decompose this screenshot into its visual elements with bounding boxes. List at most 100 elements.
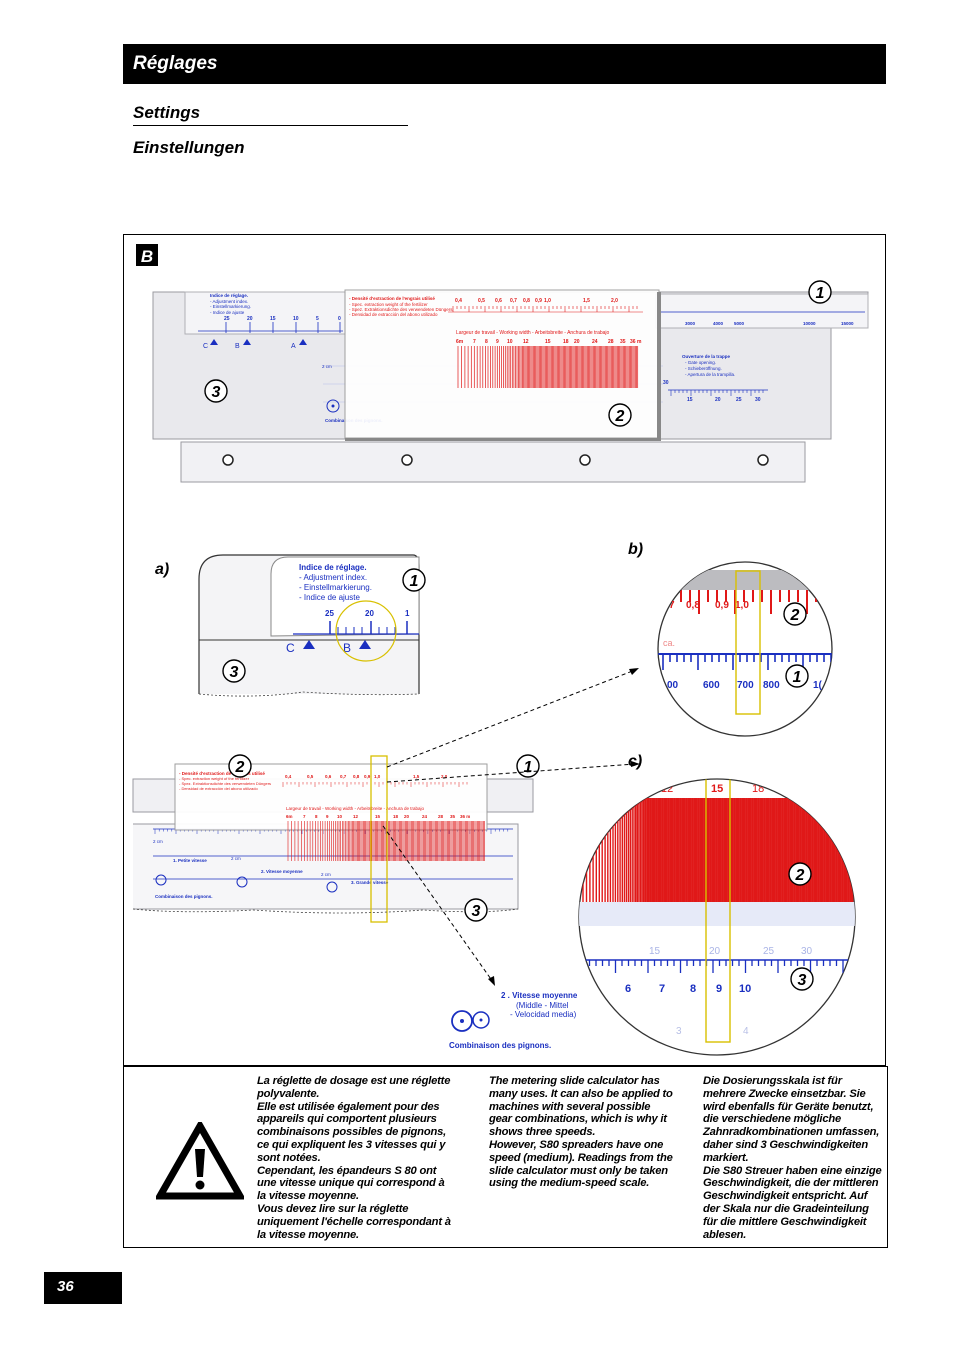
svg-text:25: 25 (224, 316, 230, 322)
svg-text:2 cm: 2 cm (231, 856, 241, 861)
svg-text:2 cm: 2 cm (153, 839, 163, 844)
page-number-box: 36 (44, 1272, 122, 1304)
svg-text:0,7: 0,7 (340, 774, 347, 779)
svg-text:- Densidad de extracción del a: - Densidad de extracción del abono utili… (179, 786, 258, 791)
svg-text:Largeur de travail - Working w: Largeur de travail - Working width - Arb… (286, 806, 424, 811)
callout-1-lower: 1 (516, 754, 540, 778)
subtitle-divider (133, 125, 408, 126)
warning-panel (123, 1066, 888, 1248)
svg-text:1,0: 1,0 (544, 298, 551, 304)
svg-text:1: 1 (410, 573, 419, 590)
svg-text:35: 35 (620, 339, 626, 345)
detail-b-label: b) (628, 541, 643, 558)
svg-text:- Densidad de extracción del a: - Densidad de extracción del abono utili… (349, 312, 438, 317)
svg-text:0,4: 0,4 (455, 298, 462, 304)
svg-text:2: 2 (235, 759, 245, 776)
svg-text:20: 20 (404, 814, 410, 819)
callout-3-main: 3 (204, 379, 228, 403)
svg-text:- Gate opening.: - Gate opening. (685, 360, 716, 365)
working-width-ticks (457, 346, 639, 388)
svg-text:- Spec. extraction weight of t: - Spec. extraction weight of the fertili… (179, 776, 250, 781)
svg-text:A: A (291, 343, 296, 350)
svg-text:25: 25 (763, 946, 775, 957)
warning-text-english: The metering slide calculator has many u… (489, 1075, 673, 1190)
density-ticks (452, 306, 638, 312)
svg-text:25: 25 (736, 397, 742, 403)
lower-width-ticks (287, 821, 485, 861)
slide-calculator-figure: B Indice de réglage. - Adjustment index.… (132, 244, 869, 1056)
svg-text:2. Vitesse moyenne: 2. Vitesse moyenne (261, 869, 303, 874)
svg-text:2 . Vitesse moyenne: 2 . Vitesse moyenne (501, 991, 578, 1000)
svg-text:4: 4 (743, 1026, 749, 1037)
svg-text:(Middle - Mittel: (Middle - Mittel (516, 1001, 569, 1010)
svg-text:700: 700 (737, 680, 754, 691)
svg-text:1: 1 (793, 669, 802, 686)
svg-text:- Einstellmarkierung.: - Einstellmarkierung. (299, 583, 372, 592)
svg-text:0,6: 0,6 (495, 298, 502, 304)
svg-text:15: 15 (270, 316, 276, 322)
callout-2-lower: 2 (228, 754, 252, 778)
callout-3-lower: 3 (464, 898, 488, 922)
svg-text:24: 24 (422, 814, 428, 819)
svg-text:1: 1 (524, 759, 533, 776)
svg-text:3. Grande vitesse: 3. Grande vitesse (351, 880, 389, 885)
svg-text:0,4: 0,4 (285, 774, 292, 779)
figure-frame (123, 234, 886, 1066)
callout-3-c: 3 (790, 967, 814, 991)
svg-text:Combinaison des pignons.: Combinaison des pignons. (155, 894, 213, 899)
svg-text:9: 9 (326, 814, 329, 819)
svg-text:0,8: 0,8 (353, 774, 360, 779)
svg-text:- Indice de ajuste: - Indice de ajuste (210, 310, 245, 315)
callout-2-c: 2 (788, 862, 812, 886)
svg-text:12: 12 (661, 783, 673, 795)
svg-text:10: 10 (293, 316, 299, 322)
warning-text-german: Die Dosierungsskala ist für mehrere Zwec… (703, 1075, 882, 1241)
svg-text:- Velocidad media): - Velocidad media) (510, 1010, 577, 1019)
svg-text:2: 2 (795, 867, 805, 884)
svg-text:- Densité d'extraction de l'en: - Densité d'extraction de l'engrais util… (349, 296, 435, 301)
svg-text:20: 20 (715, 397, 721, 403)
svg-text:8: 8 (690, 983, 696, 995)
svg-text:0,5: 0,5 (478, 298, 485, 304)
svg-text:Ouverture de la trappe: Ouverture de la trappe (682, 354, 731, 359)
svg-text:15: 15 (711, 783, 723, 795)
svg-text:7: 7 (669, 600, 675, 611)
svg-text:3: 3 (798, 972, 807, 989)
svg-text:B: B (235, 343, 240, 350)
svg-text:2 cm: 2 cm (321, 872, 331, 877)
svg-text:- Adjustment index.: - Adjustment index. (210, 299, 248, 304)
svg-text:5000: 5000 (734, 321, 745, 326)
section-title-bar: Réglages (123, 44, 886, 84)
svg-text:0,8: 0,8 (686, 600, 700, 611)
svg-text:15: 15 (649, 946, 661, 957)
svg-text:1,5: 1,5 (413, 774, 420, 779)
svg-text:1,0: 1,0 (735, 600, 749, 611)
svg-text:20: 20 (574, 339, 580, 345)
subtitle-english: Settings (133, 103, 201, 122)
svg-text:10000: 10000 (803, 321, 816, 326)
page-number: 36 (57, 1278, 74, 1295)
svg-text:ca.: ca. (663, 638, 675, 648)
lower-slide-calculator: 2 cm2 cm2 cm 1. Petite vitesse 2. Vitess… (132, 755, 534, 923)
svg-text:- Spec. extraction weight of t: - Spec. extraction weight of the fertili… (349, 302, 428, 307)
svg-text:Indice de réglage.: Indice de réglage. (299, 563, 367, 572)
svg-text:- Schieberöffnung.: - Schieberöffnung. (685, 366, 722, 371)
svg-text:15: 15 (687, 397, 693, 403)
magnified-index-ticks (662, 654, 832, 670)
svg-text:- Densité d'extraction de l'en: - Densité d'extraction de l'engrais util… (179, 771, 265, 776)
svg-text:Largeur de travail - Working w: Largeur de travail - Working width - Arb… (456, 330, 610, 336)
detail-a-index: Indice de réglage. - Adjustment index. -… (198, 554, 420, 697)
subtitle-german: Einstellungen (133, 138, 245, 157)
detail-a-label: a) (155, 561, 169, 578)
svg-text:- Indice de ajuste: - Indice de ajuste (299, 593, 360, 602)
svg-text:7: 7 (659, 983, 665, 995)
svg-text:9: 9 (716, 983, 722, 995)
svg-text:20: 20 (247, 316, 253, 322)
svg-text:1: 1 (405, 609, 410, 618)
svg-text:8: 8 (485, 339, 488, 345)
svg-text:0,7: 0,7 (510, 298, 517, 304)
figure-label: B (136, 244, 158, 266)
svg-text:B: B (343, 641, 351, 655)
svg-text:- Adjustment index.: - Adjustment index. (299, 573, 367, 582)
